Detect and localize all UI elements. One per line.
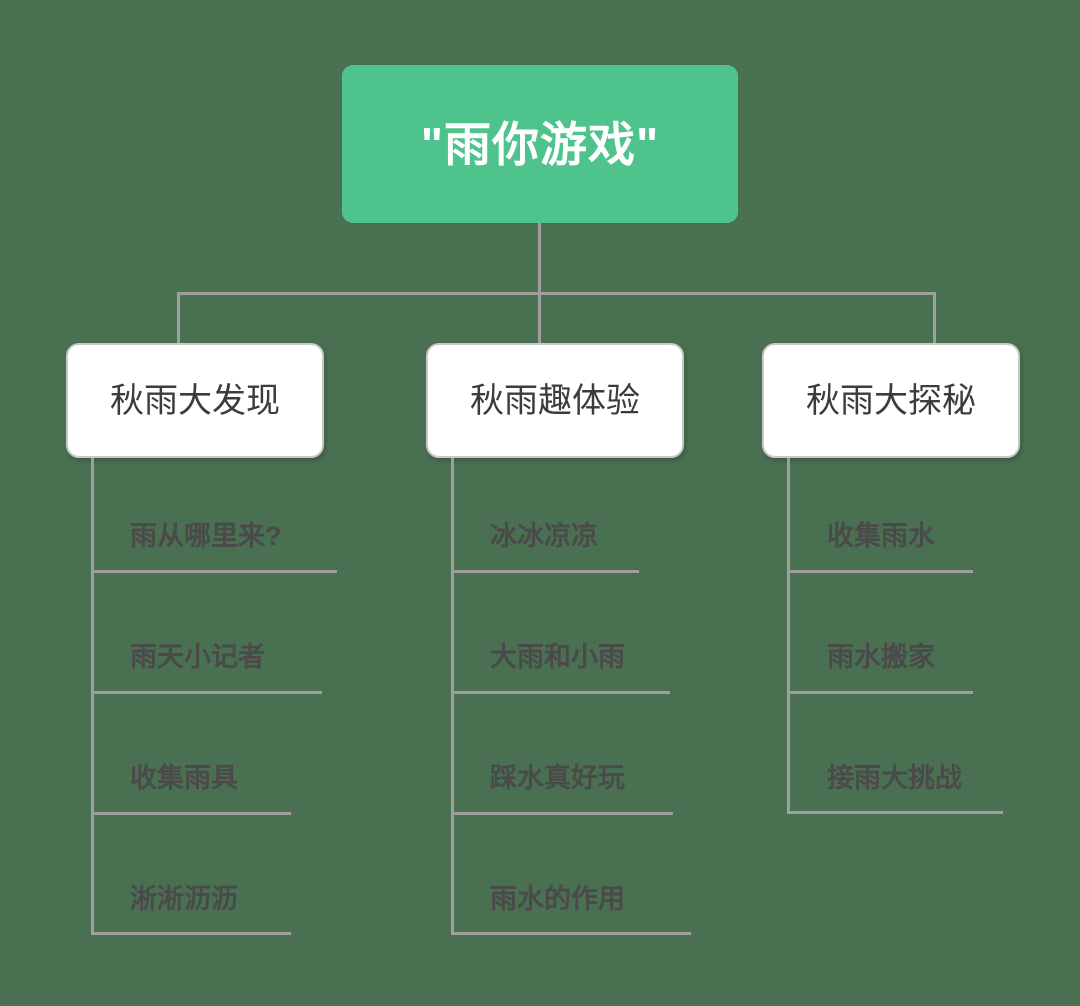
leaf-item-1-2[interactable]: 雨天小记者 (130, 644, 265, 671)
leaf-item-3-1-label: 收集雨水 (827, 521, 935, 551)
leaf-item-3-1[interactable]: 收集雨水 (827, 523, 935, 550)
leaf-underline-2-1 (451, 570, 639, 573)
leaf-underline-1-4 (91, 932, 291, 935)
leaf-underline-2-4 (451, 932, 691, 935)
leaf-item-1-4-label: 淅淅沥沥 (130, 884, 238, 914)
root-node[interactable]: "雨你游戏" (342, 65, 738, 223)
leaf-item-3-3-label: 接雨大挑战 (827, 763, 962, 793)
branch-drop-connector-2 (538, 292, 541, 343)
leaf-item-1-2-label: 雨天小记者 (130, 642, 265, 672)
branch-node-1[interactable]: 秋雨大发现 (66, 343, 324, 458)
leaf-underline-2-2 (451, 691, 670, 694)
leaf-item-2-3[interactable]: 踩水真好玩 (490, 765, 625, 792)
leaf-underline-3-3 (787, 811, 1003, 814)
leaf-item-2-1-label: 冰冰凉凉 (490, 521, 598, 551)
leaf-item-3-2[interactable]: 雨水搬家 (827, 644, 935, 671)
leaf-underline-3-1 (787, 570, 973, 573)
leaf-underline-1-1 (91, 570, 337, 573)
leaf-item-2-1[interactable]: 冰冰凉凉 (490, 523, 598, 550)
leaf-item-2-2-label: 大雨和小雨 (490, 642, 625, 672)
leaf-item-2-4[interactable]: 雨水的作用 (490, 886, 625, 913)
leaf-underline-1-3 (91, 812, 291, 815)
leaf-spine-2 (451, 458, 454, 935)
leaf-underline-3-2 (787, 691, 973, 694)
root-stem-connector (538, 223, 541, 293)
leaf-item-1-4[interactable]: 淅淅沥沥 (130, 886, 238, 913)
branch-node-1-label: 秋雨大发现 (110, 381, 280, 420)
branch-node-2-label: 秋雨趣体验 (470, 381, 640, 420)
leaf-item-1-3[interactable]: 收集雨具 (130, 765, 238, 792)
leaf-underline-1-2 (91, 691, 322, 694)
branch-drop-connector-1 (177, 292, 180, 343)
leaf-spine-3 (787, 458, 790, 814)
leaf-item-2-2[interactable]: 大雨和小雨 (490, 644, 625, 671)
branch-drop-connector-3 (933, 292, 936, 343)
leaf-underline-2-3 (451, 812, 673, 815)
leaf-item-2-4-label: 雨水的作用 (490, 884, 625, 914)
leaf-item-2-3-label: 踩水真好玩 (490, 763, 625, 793)
root-node-label: "雨你游戏" (420, 117, 660, 171)
branch-node-3-label: 秋雨大探秘 (806, 381, 976, 420)
branch-node-2[interactable]: 秋雨趣体验 (426, 343, 684, 458)
branch-bus-connector (177, 292, 936, 295)
leaf-item-1-1[interactable]: 雨从哪里来? (130, 523, 282, 550)
leaf-item-3-2-label: 雨水搬家 (827, 642, 935, 672)
leaf-item-1-3-label: 收集雨具 (130, 763, 238, 793)
branch-node-3[interactable]: 秋雨大探秘 (762, 343, 1020, 458)
leaf-item-3-3[interactable]: 接雨大挑战 (827, 765, 962, 792)
leaf-spine-1 (91, 458, 94, 935)
leaf-item-1-1-label: 雨从哪里来? (130, 521, 282, 551)
